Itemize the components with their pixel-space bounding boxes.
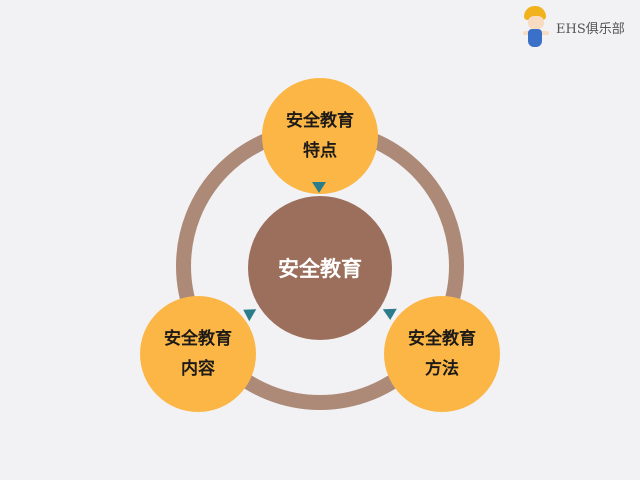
node-features-line2: 特点	[303, 141, 337, 161]
face-shape	[528, 16, 544, 29]
center-circle: 安全教育	[248, 196, 392, 340]
mascot-helmet-icon	[522, 5, 550, 49]
node-content-line1: 安全教育	[164, 329, 232, 349]
node-features: 安全教育 特点	[262, 78, 378, 194]
logo-text: EHS俱乐部	[556, 21, 625, 37]
center-label: 安全教育	[278, 257, 362, 281]
node-methods-line2: 方法	[425, 359, 459, 379]
node-content-line2: 内容	[181, 359, 215, 379]
node-methods-line1: 安全教育	[408, 329, 476, 349]
node-content: 安全教育 内容	[140, 296, 256, 412]
brand-logo: EHS俱乐部	[522, 4, 634, 50]
body-shape	[528, 29, 542, 47]
triangle-down-icon	[312, 182, 326, 193]
node-methods: 安全教育 方法	[384, 296, 500, 412]
triangle-right-icon	[382, 308, 398, 321]
node-features-line1: 安全教育	[286, 111, 354, 131]
